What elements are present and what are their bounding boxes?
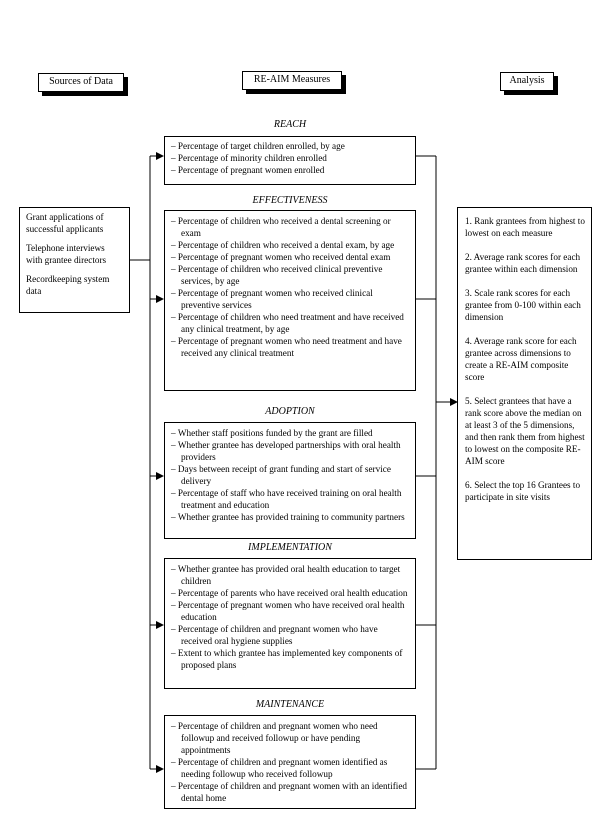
measure-item: Percentage of children and pregnant wome… <box>171 756 411 780</box>
dimension-title-adoption: ADOPTION <box>265 406 315 417</box>
maintenance-box: Percentage of children and pregnant wome… <box>164 715 416 809</box>
measure-item: Percentage of children and pregnant wome… <box>171 623 411 647</box>
measure-item: Percentage of pregnant women enrolled <box>171 164 411 176</box>
reach-box: Percentage of target children enrolled, … <box>164 136 416 185</box>
measure-item: Percentage of children who received a de… <box>171 215 411 239</box>
source-item: Telephone interviews with grantee direct… <box>26 243 107 265</box>
measure-item: Percentage of pregnant women who need tr… <box>171 335 411 359</box>
measure-item: Whether grantee has provided oral health… <box>171 563 411 587</box>
dimension-title-reach: REACH <box>273 119 307 130</box>
sources-box: Grant applications of successful applica… <box>19 207 130 313</box>
analysis-step: 1. Rank grantees from highest to lowest … <box>465 216 585 238</box>
header-analysis: Analysis <box>500 72 554 91</box>
dimension-title-maintenance: MAINTENANCE <box>255 699 325 710</box>
analysis-step: 4. Average rank score for each grantee a… <box>465 336 577 382</box>
measure-item: Extent to which grantee has implemented … <box>171 647 411 671</box>
measure-item: Percentage of pregnant women who have re… <box>171 599 411 623</box>
effectiveness-box: Percentage of children who received a de… <box>164 210 416 391</box>
measure-item: Percentage of staff who have received tr… <box>171 487 411 511</box>
measure-item: Percentage of parents who have received … <box>171 587 411 599</box>
measure-item: Percentage of children and pregnant wome… <box>171 780 411 804</box>
measure-item: Percentage of pregnant women who receive… <box>171 287 411 311</box>
dimension-title-effectiveness: EFFECTIVENESS <box>252 195 328 206</box>
measure-item: Percentage of minority children enrolled <box>171 152 411 164</box>
analysis-step: 5. Select grantees that have a rank scor… <box>465 396 585 466</box>
measure-item: Percentage of children who need treatmen… <box>171 311 411 335</box>
source-item: Recordkeeping system data <box>26 274 110 296</box>
measure-item: Whether grantee has developed partnershi… <box>171 439 411 463</box>
dimension-title-implementation: IMPLEMENTATION <box>248 542 332 553</box>
measure-item: Days between receipt of grant funding an… <box>171 463 411 487</box>
analysis-step: 6. Select the top 16 Grantees to partici… <box>465 480 581 502</box>
header-re-aim-measures: RE-AIM Measures <box>242 71 342 90</box>
implementation-box: Whether grantee has provided oral health… <box>164 558 416 689</box>
analysis-box: 1. Rank grantees from highest to lowest … <box>457 207 592 560</box>
measure-item: Percentage of children who received a de… <box>171 239 411 251</box>
analysis-step: 3. Scale rank scores for each grantee fr… <box>465 288 581 322</box>
source-item: Grant applications of successful applica… <box>26 212 104 234</box>
measure-item: Percentage of pregnant women who receive… <box>171 251 411 263</box>
analysis-step: 2. Average rank scores for each grantee … <box>465 252 581 274</box>
measure-item: Percentage of target children enrolled, … <box>171 140 411 152</box>
measure-item: Whether staff positions funded by the gr… <box>171 427 411 439</box>
measure-item: Percentage of children and pregnant wome… <box>171 720 411 756</box>
measure-item: Percentage of children who received clin… <box>171 263 411 287</box>
header-sources-of-data: Sources of Data <box>38 73 124 92</box>
measure-item: Whether grantee has provided training to… <box>171 511 411 523</box>
adoption-box: Whether staff positions funded by the gr… <box>164 422 416 539</box>
